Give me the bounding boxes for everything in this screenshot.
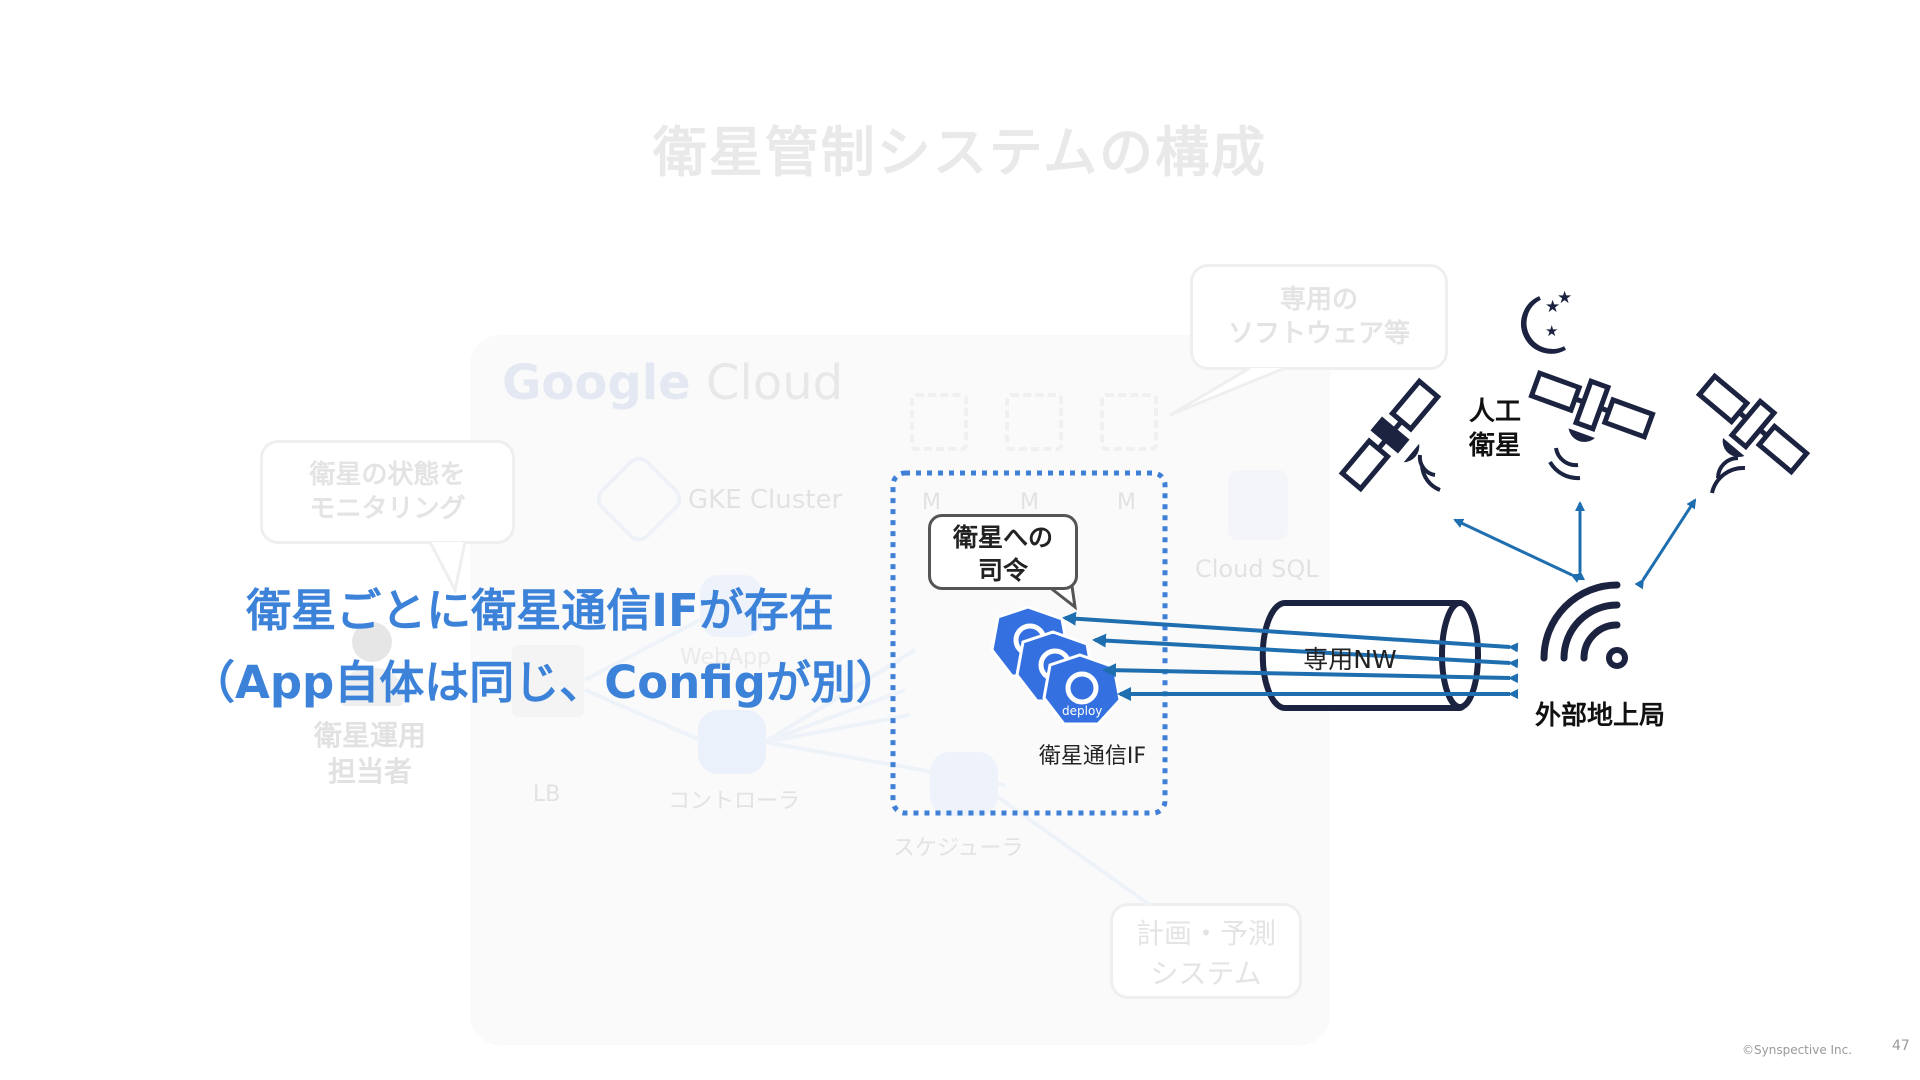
deploy-icon-text: deploy bbox=[1062, 704, 1103, 718]
operator-label-line2: 担当者 bbox=[327, 755, 412, 788]
software-line1: 専用の bbox=[1279, 285, 1358, 315]
node-label-2: M bbox=[1020, 490, 1039, 515]
operator-person-icon bbox=[352, 622, 392, 662]
ground-station-antenna-icon bbox=[1540, 581, 1628, 669]
monitoring-bubble-tail bbox=[428, 541, 467, 595]
command-line2: 司令 bbox=[977, 556, 1028, 585]
ground-station-label: 外部地上局 bbox=[1534, 701, 1665, 731]
cloud-sql-label: Cloud SQL bbox=[1195, 555, 1319, 583]
svg-text:★: ★ bbox=[1557, 288, 1572, 308]
software-bubble: 専用の ソフトウェア等 bbox=[1190, 264, 1448, 370]
cloud-sql-icon bbox=[1228, 470, 1288, 540]
webapp-deploy-icon bbox=[700, 575, 762, 637]
planning-line2: システム bbox=[1150, 957, 1262, 990]
monitoring-bubble: 衛星の状態を モニタリング bbox=[260, 440, 515, 544]
link-arrow-3 bbox=[1102, 663, 1519, 684]
link-arrow-2 bbox=[1092, 633, 1519, 669]
monitoring-line2: モニタリング bbox=[309, 494, 466, 524]
lb-icon bbox=[512, 645, 584, 717]
svg-text:★: ★ bbox=[1545, 297, 1560, 317]
overlay-line2: （App自体は同じ、Configが別） bbox=[190, 656, 901, 709]
operator-label-line1: 衛星運用 bbox=[313, 719, 426, 752]
gcp-logo-google: Google bbox=[502, 355, 691, 411]
node-chip-icon-3 bbox=[1100, 393, 1158, 451]
satellite-if-group-box bbox=[890, 470, 1168, 816]
operator-label: 衛星運用 担当者 bbox=[290, 718, 450, 790]
overlay-line1: 衛星ごとに衛星通信IFが存在 bbox=[246, 584, 834, 637]
operator-body-icon bbox=[340, 668, 404, 706]
scheduler-deploy-icon bbox=[930, 752, 998, 816]
footer-copyright: ©Synspective Inc. bbox=[1742, 1043, 1853, 1057]
faded-connectors bbox=[584, 618, 1152, 907]
command-bubble-tail bbox=[1047, 584, 1078, 611]
command-line1: 衛星への bbox=[952, 523, 1053, 552]
node-chip-icon-1 bbox=[910, 393, 968, 451]
moon-stars-icon: ★ ★ ★ bbox=[1521, 288, 1572, 354]
satellite-icon-left bbox=[1338, 377, 1442, 493]
gcp-logo: Google Cloud bbox=[502, 355, 843, 411]
software-bubble-tail bbox=[1169, 366, 1286, 417]
node-label-3: M bbox=[1117, 490, 1136, 515]
svg-text:★: ★ bbox=[1545, 322, 1558, 340]
deploy-icon-3 bbox=[1042, 653, 1122, 726]
node-chip-icon-2 bbox=[1005, 393, 1063, 451]
signal-waves-icon bbox=[1417, 447, 1746, 494]
satellite-icon-right bbox=[1695, 372, 1811, 476]
webapp-label: WebApp bbox=[680, 645, 771, 670]
satellite-label: 人工 衛星 bbox=[1460, 395, 1530, 463]
scheduler-label: スケジューラ bbox=[893, 836, 1024, 861]
monitoring-line1: 衛星の状態を bbox=[309, 460, 466, 490]
network-label: 専用NW bbox=[1303, 645, 1397, 674]
controller-deploy-icon bbox=[698, 710, 766, 774]
node-label-1: M bbox=[922, 490, 941, 515]
sat-arrow-right bbox=[1634, 498, 1697, 590]
satellite-label-line2: 衛星 bbox=[1468, 431, 1521, 461]
planning-line1: 計画・予測 bbox=[1135, 917, 1276, 950]
gke-cluster-label: GKE Cluster bbox=[688, 485, 843, 515]
satellite-icon-center bbox=[1528, 369, 1656, 442]
lb-label: LB bbox=[533, 782, 561, 807]
satellite-label-line1: 人工 bbox=[1468, 397, 1521, 427]
slide-title: 衛星管制システムの構成 bbox=[652, 121, 1268, 184]
overlay-callout: 衛星ごとに衛星通信IFが存在 （App自体は同じ、Configが別） bbox=[190, 575, 901, 719]
controller-label: コントローラ bbox=[668, 789, 801, 814]
page-number: 47 bbox=[1892, 1038, 1910, 1054]
software-line2: ソフトウェア等 bbox=[1227, 319, 1410, 349]
sat-arrow-left bbox=[1453, 518, 1582, 583]
gcp-logo-cloud: Cloud bbox=[705, 355, 844, 411]
command-bubble: 衛星への 司令 bbox=[928, 514, 1078, 590]
planning-bubble: 計画・予測 システム bbox=[1110, 903, 1302, 999]
satellite-if-label: 衛星通信IF bbox=[1038, 744, 1147, 769]
